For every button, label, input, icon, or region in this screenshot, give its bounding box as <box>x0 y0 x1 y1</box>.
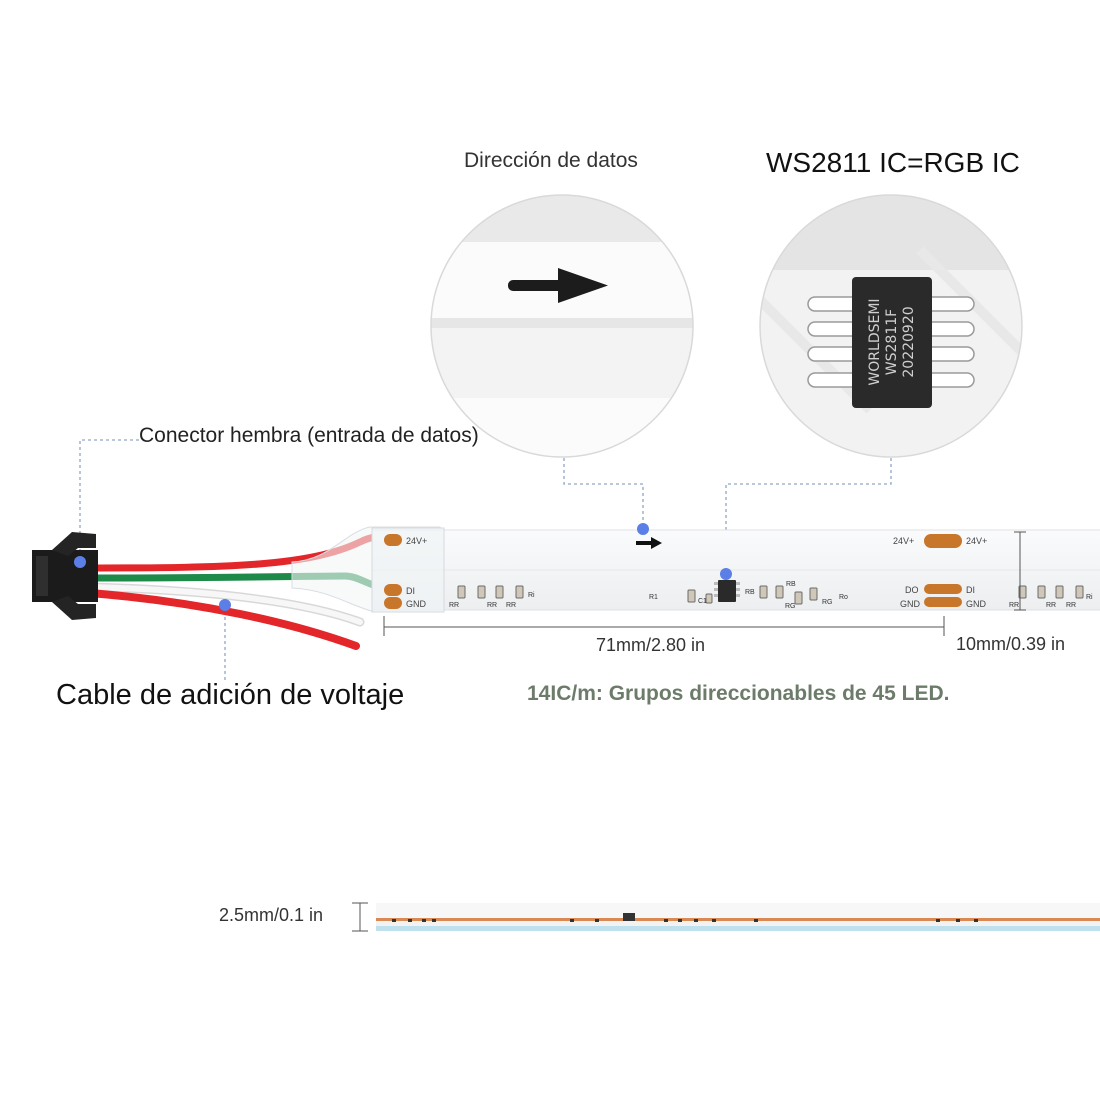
end-dimension-label: 10mm/0.39 in <box>956 634 1066 654</box>
right-pads: 24V+ 24V+ DO DI GND GND <box>893 534 987 609</box>
pad-right-do: DO <box>905 585 919 595</box>
chip-date-text: 20220920 <box>901 306 917 377</box>
pad-left-gnd: GND <box>406 599 427 609</box>
pad-left-24v: 24V+ <box>406 536 427 546</box>
leader-lines <box>79 439 892 682</box>
comp-ri-1: Ri <box>528 592 535 599</box>
zoom-circle-ic: WORLDSEMI WS2811F 20220920 <box>759 194 1023 458</box>
comp-rb-1: RB <box>745 589 755 596</box>
pad-right-gnd-b: GND <box>966 599 987 609</box>
wire-red-power <box>86 589 360 650</box>
direction-arrow-icon <box>508 268 608 303</box>
strip-ic-chip <box>714 580 740 602</box>
left-pads: 24V+ DI GND <box>384 534 427 609</box>
comp-rr: RR <box>506 602 516 609</box>
strip-components <box>457 585 1084 605</box>
comp-ro: Ro <box>839 594 848 601</box>
data-direction-label: Dirección de datos <box>464 149 638 172</box>
chip-model-text: WS2811F <box>884 309 900 375</box>
comp-rg-2: RG <box>822 599 833 606</box>
strip-direction-arrow-icon <box>636 537 662 549</box>
thickness-dimension-label: 2.5mm/0.1 in <box>219 905 324 925</box>
pad-left-di: DI <box>406 586 415 596</box>
pad-right-gnd-a: GND <box>900 599 921 609</box>
led-strip-side <box>376 903 1100 931</box>
comp-ri-2: Ri <box>1086 594 1093 601</box>
comp-rr: RR <box>487 602 497 609</box>
comp-rg-1: RG <box>785 603 796 610</box>
annotation-dots <box>74 523 732 611</box>
pad-right-24v-a: 24V+ <box>893 536 914 546</box>
comp-rr: RR <box>1066 602 1076 609</box>
ic-chip-body <box>852 277 932 408</box>
pad-right-24v-b: 24V+ <box>966 536 987 546</box>
comp-rr: RR <box>1009 602 1019 609</box>
pitch-dimension-label: 71mm/2.80 in <box>596 635 706 655</box>
pad-right-di: DI <box>966 585 975 595</box>
comp-rb-2: RB <box>786 581 796 588</box>
dimension-lines <box>352 531 1026 932</box>
comp-c1: C1 <box>698 598 707 605</box>
connector-label: Conector hembra (entrada de datos) <box>139 424 479 447</box>
addressable-groups-label: 14IC/m: Grupos direccionables de 45 LED. <box>527 682 950 705</box>
comp-r1: R1 <box>649 594 658 601</box>
comp-rr: RR <box>449 602 459 609</box>
ic-type-label: WS2811 IC=RGB IC <box>766 147 1020 178</box>
female-connector <box>32 532 98 620</box>
comp-rr: RR <box>1046 602 1056 609</box>
voltage-cable-label: Cable de adición de voltaje <box>56 679 405 711</box>
chip-brand-text: WORLDSEMI <box>867 298 883 385</box>
strip-component-labels: R1 C1 RB RB RG RG Ro Ri Ri RR RR RR RR R… <box>449 581 1093 610</box>
